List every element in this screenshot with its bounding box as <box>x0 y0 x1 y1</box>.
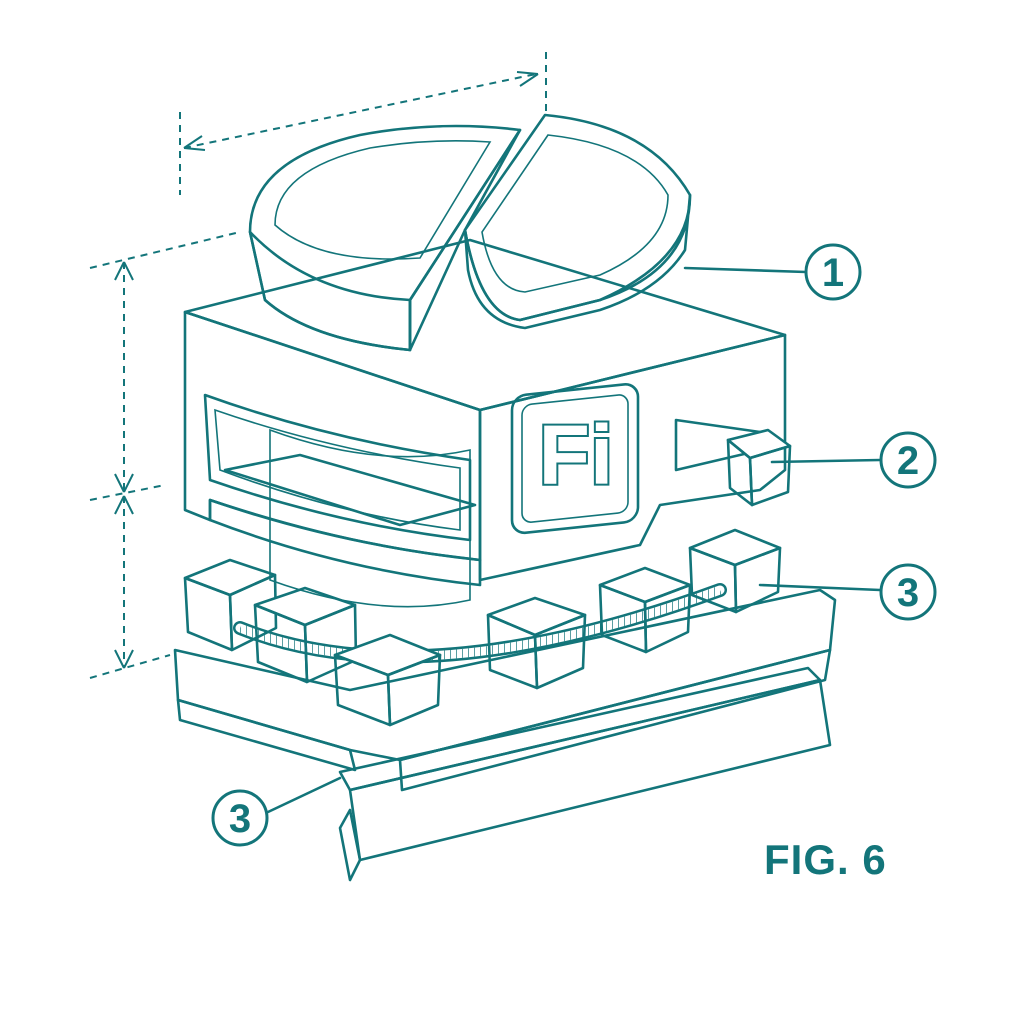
logo-text: Fi <box>539 408 614 502</box>
cube-3 <box>333 633 442 727</box>
figure-label: FIG. 6 <box>764 836 887 883</box>
base-plate-upper <box>173 588 837 792</box>
dimension-lines <box>89 52 547 679</box>
callout-1-text: 1 <box>822 251 844 295</box>
slot-cube <box>726 428 792 507</box>
base-plate-lower <box>338 666 832 882</box>
callout-2-text: 2 <box>897 439 919 483</box>
cube-6 <box>688 528 782 614</box>
callout-3-left-text: 3 <box>229 797 251 841</box>
cube-4 <box>486 596 587 690</box>
cube-1 <box>183 558 278 652</box>
inner-core <box>269 428 471 608</box>
logo-badge: Fi <box>510 383 640 535</box>
callout-2: 2 <box>770 431 937 489</box>
callout-1: 1 <box>683 243 862 301</box>
roller-rods <box>233 583 727 664</box>
callout-3-right: 3 <box>758 563 937 621</box>
main-housing <box>183 238 787 587</box>
callout-3-left: 3 <box>211 776 342 847</box>
cube-5 <box>598 566 692 654</box>
split-cap <box>248 113 692 352</box>
bearing-cubes <box>183 528 782 727</box>
callout-3-right-text: 3 <box>897 571 919 615</box>
